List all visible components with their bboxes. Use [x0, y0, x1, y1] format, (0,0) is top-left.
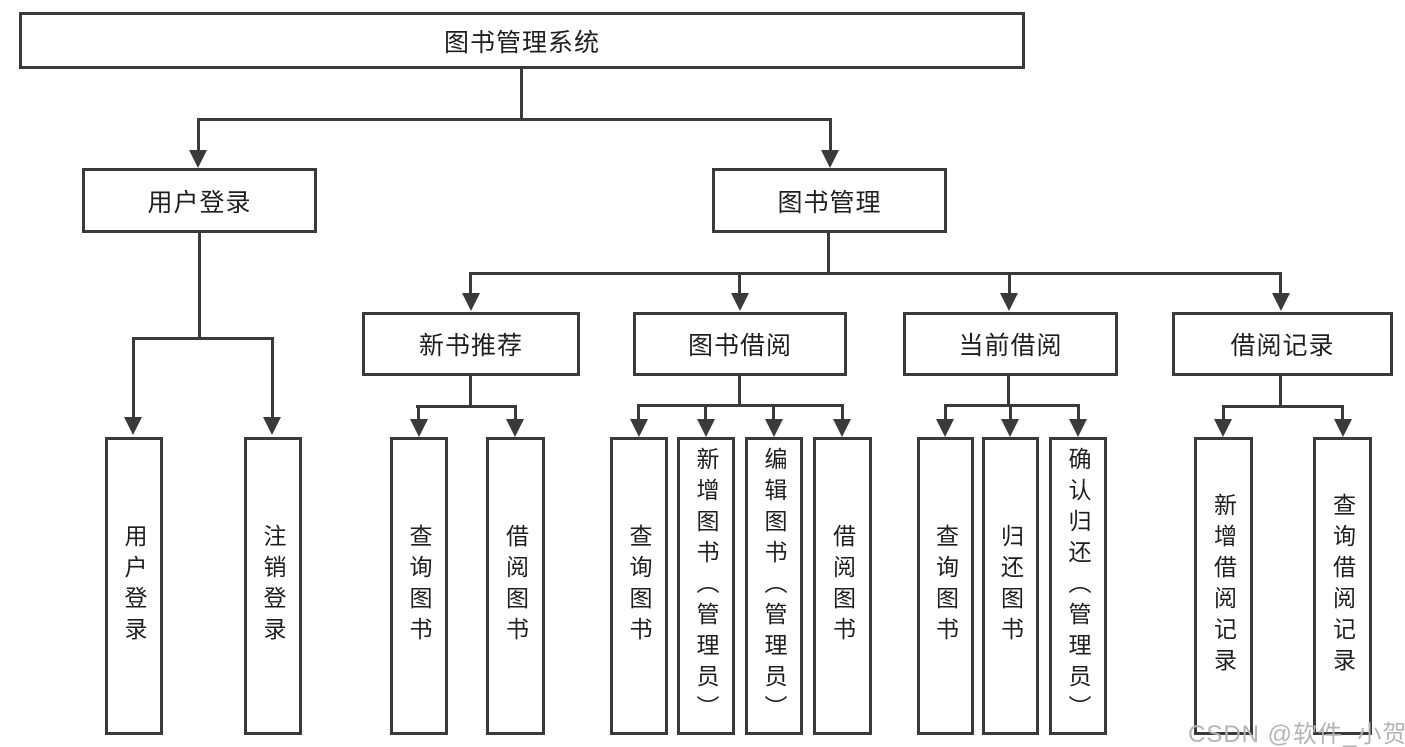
csdn-watermark: CSDN @软件_小贺同学 — [1188, 721, 1405, 747]
node-borrow-books-recommend: 借阅图书 — [486, 437, 545, 735]
node-library-system: 图书管理系统 — [19, 12, 1025, 69]
arrowhead-down-icon — [1272, 293, 1290, 311]
arrowhead-down-icon — [1069, 419, 1087, 437]
arrowhead-down-icon — [462, 293, 480, 311]
connector-segment — [469, 275, 472, 295]
node-query-books-recommend: 查询图书 — [390, 437, 448, 735]
connector-segment — [197, 118, 832, 121]
connector-segment — [944, 407, 947, 420]
node-query-books-borrowing: 查询图书 — [610, 437, 668, 735]
arrowhead-down-icon — [124, 417, 142, 435]
arrowhead-down-icon — [1000, 293, 1018, 311]
connector-segment — [738, 376, 741, 404]
connector-segment — [841, 407, 844, 420]
node-query-books-current: 查询图书 — [917, 437, 974, 735]
connector-segment — [1279, 275, 1282, 295]
arrowhead-down-icon — [936, 419, 954, 437]
connector-segment — [514, 408, 517, 420]
connector-segment — [827, 233, 830, 272]
node-borrow-books: 借阅图书 — [813, 437, 872, 735]
node-user-login: 用户登录 — [105, 437, 163, 735]
arrowhead-down-icon — [821, 150, 839, 168]
connector-segment — [1007, 376, 1010, 404]
arrowhead-down-icon — [410, 419, 428, 437]
connector-segment — [829, 121, 832, 152]
connector-segment — [772, 407, 775, 420]
connector-segment — [416, 405, 517, 408]
connector-segment — [520, 69, 523, 118]
node-book-management: 图书管理 — [712, 168, 947, 233]
connector-segment — [944, 404, 1080, 407]
arrowhead-down-icon — [731, 293, 749, 311]
arrowhead-down-icon — [697, 419, 715, 437]
node-add-books-admin: 新增图书（管理员） — [677, 437, 735, 735]
arrowhead-down-icon — [630, 419, 648, 437]
connector-segment — [1009, 407, 1012, 420]
arrowhead-down-icon — [1214, 419, 1232, 437]
node-book-borrowing: 图书借阅 — [633, 312, 847, 376]
connector-segment — [637, 404, 844, 407]
arrowhead-down-icon — [765, 419, 783, 437]
arrowhead-down-icon — [1001, 419, 1019, 437]
arrowhead-down-icon — [506, 419, 524, 437]
node-user-login-branch: 用户登录 — [82, 168, 317, 233]
arrowhead-down-icon — [263, 417, 281, 435]
connector-segment — [1222, 405, 1344, 408]
node-add-borrow-record: 新增借阅记录 — [1194, 437, 1253, 735]
connector-segment — [637, 407, 640, 420]
connector-segment — [704, 407, 707, 420]
arrowhead-down-icon — [1334, 419, 1352, 437]
connector-segment — [1279, 376, 1282, 405]
node-borrowing-records: 借阅记录 — [1172, 312, 1393, 376]
connector-segment — [271, 340, 274, 419]
connector-segment — [417, 408, 420, 420]
connector-segment — [1222, 408, 1225, 420]
node-current-borrowing: 当前借阅 — [903, 312, 1118, 376]
arrowhead-down-icon — [189, 150, 207, 168]
node-return-books: 归还图书 — [982, 437, 1039, 735]
connector-segment — [1341, 408, 1344, 420]
connector-segment — [1008, 275, 1011, 295]
node-logout: 注销登录 — [244, 437, 302, 735]
connector-segment — [132, 340, 135, 419]
node-confirm-return-admin: 确认归还（管理员） — [1049, 437, 1107, 735]
arrowhead-down-icon — [833, 419, 851, 437]
connector-segment — [469, 376, 472, 405]
node-edit-books-admin: 编辑图书（管理员） — [745, 437, 803, 735]
connector-segment — [132, 337, 274, 340]
node-query-borrow-record: 查询借阅记录 — [1313, 437, 1372, 735]
connector-segment — [197, 121, 200, 152]
node-new-book-recommendation: 新书推荐 — [362, 312, 580, 376]
connector-segment — [1077, 407, 1080, 420]
connector-segment — [738, 275, 741, 295]
connector-segment — [469, 272, 1282, 275]
connector-segment — [198, 233, 201, 337]
